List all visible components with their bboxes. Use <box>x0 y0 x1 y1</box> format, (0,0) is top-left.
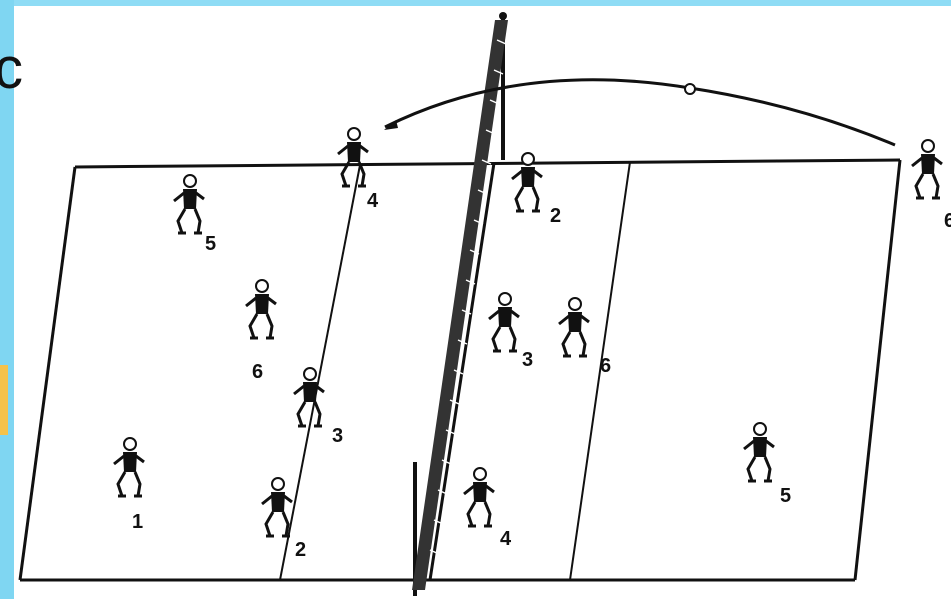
right-team: 2 3 6 4 5 6 <box>464 140 951 550</box>
right-player-label: 5 <box>780 485 791 507</box>
center-line <box>430 163 494 580</box>
left-player-label: 6 <box>252 361 263 383</box>
edge-title-fragment: c <box>0 40 23 98</box>
player-figure-icon <box>246 280 276 338</box>
player-figure-icon <box>262 478 292 536</box>
net-icon <box>412 12 508 596</box>
player-figure-icon <box>489 293 519 351</box>
right-player-label: 6 <box>600 355 611 377</box>
frame-accent-strip <box>0 365 8 435</box>
left-team: 4 5 6 3 1 2 <box>114 128 379 561</box>
right-player-label: 4 <box>500 528 512 550</box>
player-figure-icon <box>114 438 144 496</box>
player-figure-icon <box>559 298 589 356</box>
ball-trajectory <box>385 80 895 145</box>
attack-line-left <box>280 165 360 580</box>
player-figure-icon <box>338 128 368 186</box>
right-player-label: 3 <box>522 349 533 371</box>
court <box>20 160 900 580</box>
left-player-label: 4 <box>367 190 379 212</box>
court-right-sideline <box>855 160 900 580</box>
court-left-sideline <box>20 167 75 580</box>
left-player-label: 3 <box>332 425 343 447</box>
right-player-label: 2 <box>550 205 561 227</box>
net-post-cap <box>499 12 507 20</box>
left-player-label: 2 <box>295 539 306 561</box>
court-back-line <box>75 160 900 167</box>
frame-top-strip <box>0 0 951 6</box>
player-figure-icon <box>912 140 942 198</box>
server-label: 6 <box>944 210 951 232</box>
ball-icon <box>685 84 695 94</box>
net-mesh <box>412 20 508 590</box>
player-figure-icon <box>744 423 774 481</box>
player-figure-icon <box>464 468 494 526</box>
left-player-label: 5 <box>205 233 216 255</box>
player-figure-icon <box>174 175 204 233</box>
left-player-label: 1 <box>132 511 143 533</box>
